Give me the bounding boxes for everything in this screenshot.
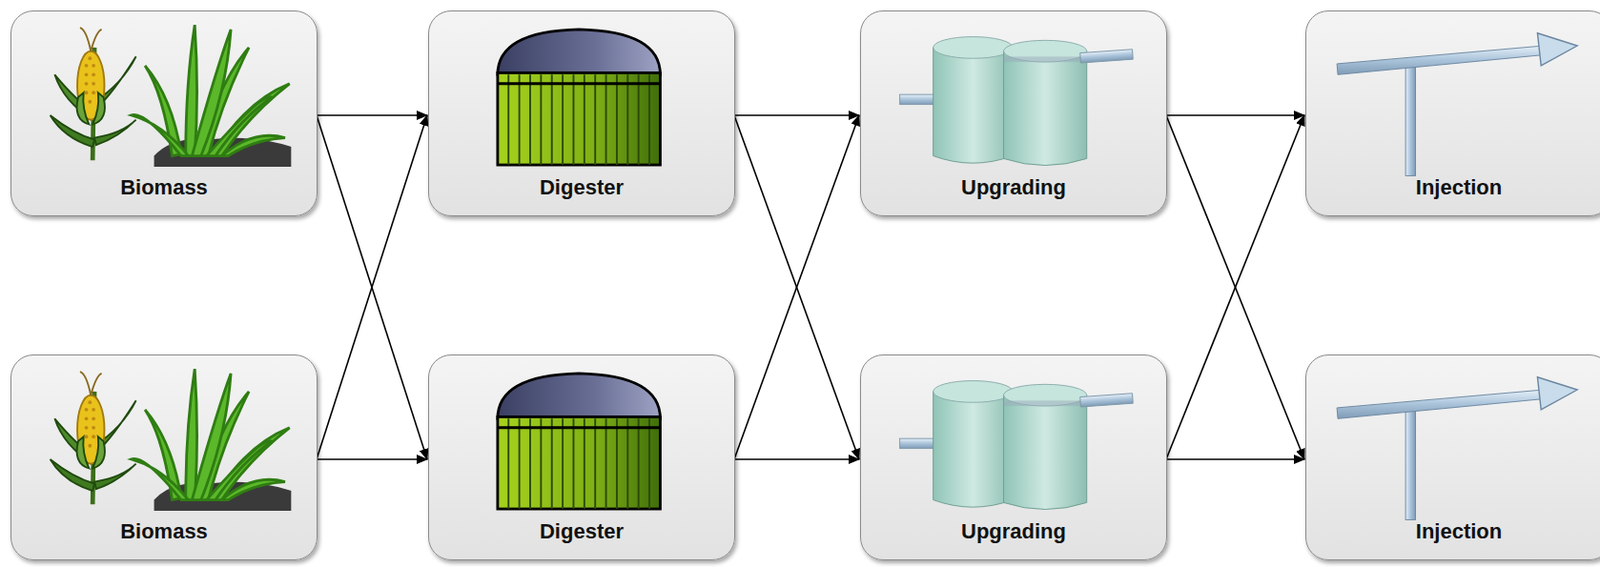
biomass-box: Biomass [10, 354, 318, 561]
injection-box: Injection [1305, 10, 1600, 217]
flow-arrow [1166, 458, 1305, 461]
biomass-box: Biomass [10, 10, 318, 217]
node-label: Upgrading [861, 519, 1167, 545]
node-label: Biomass [11, 175, 317, 201]
node-label: Digester [429, 519, 735, 545]
flow-arrow [316, 115, 428, 460]
flow-arrow [734, 115, 860, 460]
node-label: Injection [1306, 519, 1600, 545]
flow-arrow [1166, 115, 1305, 460]
icon [11, 11, 317, 184]
upgrading-box: Upgrading [860, 354, 1168, 561]
node-label: Injection [1306, 175, 1600, 201]
node-label: Upgrading [861, 175, 1167, 201]
node-label: Biomass [11, 519, 317, 545]
icon [861, 355, 1167, 528]
icon [861, 11, 1167, 184]
flow-arrow [734, 458, 860, 461]
icon [11, 355, 317, 528]
digester-box: Digester [428, 10, 736, 217]
icon [429, 355, 735, 528]
flow-arrow [316, 458, 428, 461]
digester-box: Digester [428, 354, 736, 561]
flow-arrow [734, 115, 860, 460]
flow-arrow [1166, 115, 1305, 460]
upgrading-box: Upgrading [860, 10, 1168, 217]
node-label: Digester [429, 175, 735, 201]
icon [1306, 355, 1600, 528]
flow-arrow [316, 114, 428, 117]
flow-arrow [734, 114, 860, 117]
flow-arrow [316, 115, 428, 460]
icon [1306, 11, 1600, 184]
icon [429, 11, 735, 184]
flow-arrow [1166, 114, 1305, 117]
injection-box: Injection [1305, 354, 1600, 561]
